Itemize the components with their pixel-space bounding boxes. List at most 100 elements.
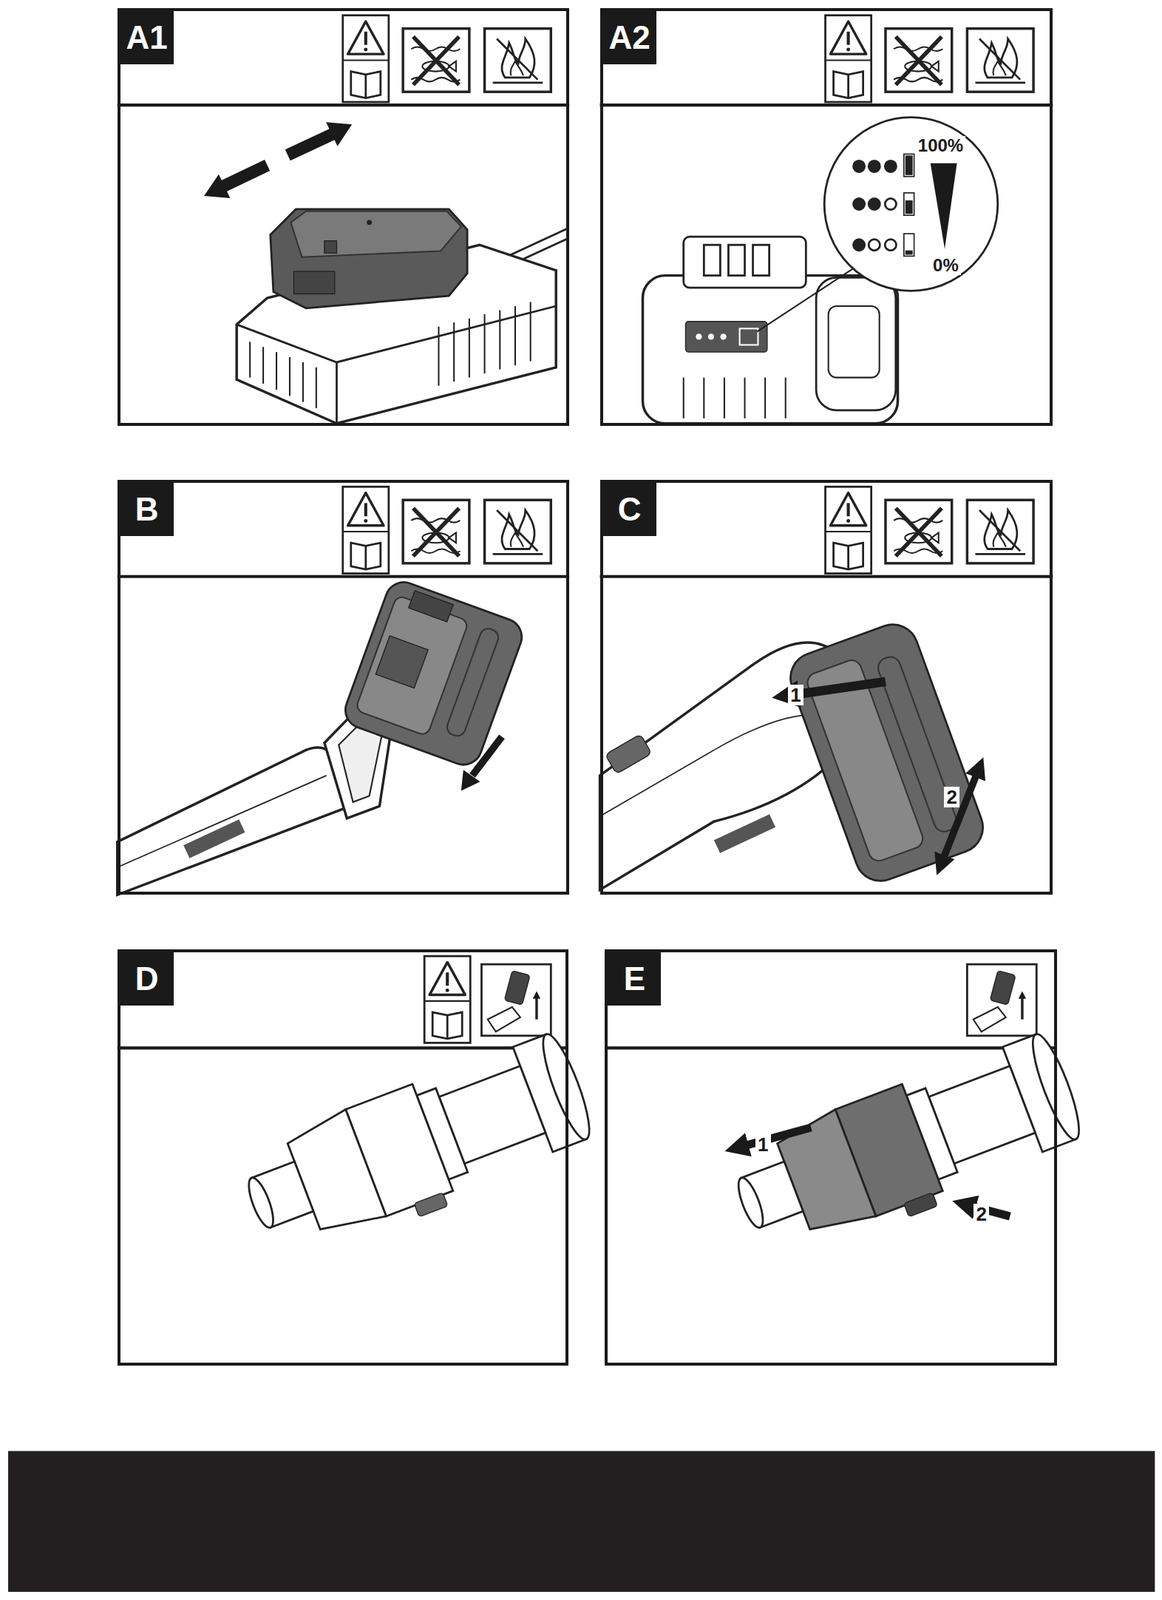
- safety-icons: [825, 15, 872, 103]
- battery-figure: [904, 153, 915, 256]
- tool-insert-figure: [444, 626, 501, 738]
- battery-figure: [930, 163, 958, 250]
- step-panel: E: [604, 949, 1057, 1366]
- battery-figure: [719, 333, 726, 340]
- safety-icons: [484, 28, 552, 93]
- battery-figure: [884, 239, 896, 251]
- battery-figure: [683, 236, 807, 288]
- step-letter: A1: [120, 11, 174, 65]
- charger-figure: [335, 362, 338, 424]
- battery-figure: [853, 198, 865, 210]
- charger-figure: [437, 326, 440, 386]
- battery-figure: [743, 377, 746, 419]
- step-panel: B: [117, 479, 570, 896]
- battery-figure: [683, 377, 685, 419]
- header-dividers: [117, 1045, 569, 1049]
- safety-icons: [966, 499, 1034, 564]
- battery-figure: [756, 267, 855, 332]
- callout-number: 2: [973, 1203, 989, 1225]
- battery-figure: [884, 160, 896, 172]
- battery-figure: [723, 377, 726, 419]
- charger-figure: [275, 351, 278, 390]
- charger-figure: [453, 322, 455, 382]
- charger-figure: [315, 367, 318, 409]
- battery-figure: [868, 198, 880, 210]
- step-letter: B: [120, 482, 174, 536]
- nozzle-remove-figure: [904, 1192, 939, 1217]
- safety-icons: [885, 499, 953, 564]
- tool-remove-figure: [600, 714, 817, 817]
- battery-figure: [642, 275, 898, 424]
- charger-figure: [287, 133, 334, 156]
- charger-figure: [249, 341, 251, 377]
- header-dividers: [600, 103, 1054, 107]
- safety-icons: [402, 28, 470, 93]
- battery-figure: [816, 277, 896, 410]
- battery-figure: [708, 333, 715, 340]
- safety-icons: [424, 955, 471, 1043]
- battery-figure: [753, 244, 770, 275]
- battery-figure: [904, 153, 915, 176]
- battery-figure: [685, 321, 767, 352]
- battery-figure: [906, 201, 913, 214]
- header-dividers: [117, 103, 570, 107]
- nozzle-figure: [232, 1028, 602, 1271]
- tool-remove-figure: [600, 617, 991, 890]
- battery-figure: [904, 233, 915, 256]
- remove-arrows: [736, 1127, 1010, 1216]
- charger-figure: [289, 357, 291, 396]
- safety-icons: [481, 963, 551, 1036]
- battery-figure: [868, 160, 880, 172]
- remove-arrows: [736, 1127, 811, 1148]
- charger-figure: [204, 121, 567, 423]
- battery-figure: [702, 377, 705, 419]
- battery-figure: [906, 251, 913, 255]
- charge-level: 0%: [930, 255, 961, 275]
- safety-icons: [966, 28, 1034, 93]
- charger-figure: [262, 346, 264, 384]
- safety-icons: [966, 963, 1037, 1036]
- charger-figure: [484, 314, 486, 374]
- battery-figure: [642, 117, 998, 424]
- nozzle-figure: [243, 1174, 278, 1231]
- charger-figure: [236, 306, 556, 363]
- tool-remove-figure: [783, 617, 991, 888]
- charger-figure: [293, 271, 335, 294]
- battery-figure: [828, 306, 880, 378]
- tool-insert-figure: [375, 635, 428, 689]
- step-letter: D: [120, 952, 174, 1006]
- battery-figure: [906, 155, 913, 175]
- tool-insert-figure: [461, 769, 481, 791]
- battery-figure: [785, 377, 787, 419]
- header-dividers: [117, 575, 570, 579]
- charger-figure: [468, 318, 471, 378]
- charger-figure: [290, 211, 461, 258]
- battery-figure: [853, 160, 865, 172]
- battery-figure: [764, 377, 766, 419]
- tool-remove-figure: [783, 617, 991, 888]
- nozzle-remove-figure: [734, 1174, 769, 1231]
- battery-figure: [728, 244, 745, 275]
- safety-icons: [402, 499, 470, 564]
- safety-icons: [342, 486, 389, 573]
- charge-level: 100%: [915, 136, 966, 156]
- charger-figure: [249, 302, 531, 409]
- charger-figure: [324, 240, 338, 254]
- tool-insert-figure: [117, 577, 528, 896]
- safety-icons: [342, 15, 389, 103]
- tool-insert-figure: [472, 736, 502, 775]
- tool-insert-figure: [183, 819, 245, 859]
- charger-figure: [529, 302, 532, 362]
- tool-remove-figure: [714, 813, 776, 854]
- charger-figure: [366, 219, 372, 225]
- header-dividers: [604, 1045, 1057, 1049]
- battery-figure: [853, 160, 897, 250]
- tool-remove-figure: [940, 767, 980, 865]
- battery-figure: [904, 192, 915, 216]
- step-letter: A2: [603, 11, 657, 65]
- charger-figure: [270, 209, 468, 309]
- battery-figure: [884, 198, 896, 210]
- footer-bar: [8, 1451, 1155, 1592]
- battery-figure: [703, 244, 720, 275]
